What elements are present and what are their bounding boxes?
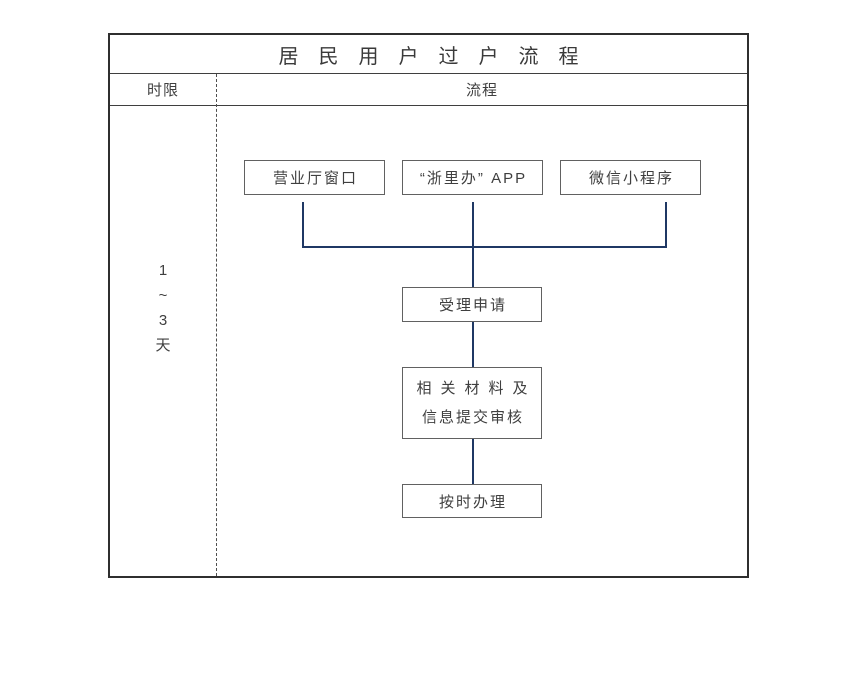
flow-node-process-on-time: 按时办理 <box>402 484 542 518</box>
flow-node-wechat-miniprogram: 微信小程序 <box>560 160 701 195</box>
flow-node-hall-window: 营业厅窗口 <box>244 160 385 195</box>
flowchart-area: 营业厅窗口 “浙里办” APP 微信小程序 受理申请 <box>217 106 747 576</box>
connector-drop-middle <box>472 202 474 287</box>
page-title: 居民用户过户流程 <box>278 45 599 68</box>
flow-node-materials-review: 相关材料及 信息提交审核 <box>402 367 542 439</box>
time-limit-line: ~ <box>158 287 168 304</box>
column-header-time-limit: 时限 <box>110 74 216 106</box>
flow-node-label: 受理申请 <box>438 297 507 314</box>
time-limit-line: 3 <box>158 312 168 329</box>
flow-node-label: 相关材料及 <box>416 380 537 397</box>
connector-drop-left <box>302 202 304 247</box>
flow-node-label: 信息提交审核 <box>421 409 524 426</box>
time-limit-value: 1 ~ 3 天 <box>110 106 216 576</box>
connector-step1-step2 <box>472 322 474 367</box>
time-limit-line: 天 <box>155 337 171 354</box>
flow-node-label: 微信小程序 <box>588 170 674 187</box>
connector-join-horizontal <box>302 246 667 248</box>
flow-node-accept-application: 受理申请 <box>402 287 542 322</box>
table-title-row: 居民用户过户流程 <box>110 35 747 74</box>
flow-node-zheliban-app: “浙里办” APP <box>402 160 543 195</box>
time-limit-column: 时限 1 ~ 3 天 <box>110 74 217 576</box>
process-column: 流程 营业厅窗口 “浙里办” APP 微信小程序 <box>217 74 747 576</box>
column-header-process: 流程 <box>217 74 747 106</box>
connector-drop-right <box>665 202 667 247</box>
flow-node-label: 营业厅窗口 <box>272 170 358 187</box>
time-limit-line: 1 <box>158 262 168 279</box>
table-body: 时限 1 ~ 3 天 流程 营业厅窗口 “浙里办” APP <box>110 74 747 576</box>
process-table: 居民用户过户流程 时限 1 ~ 3 天 流程 营业厅窗口 <box>108 33 749 578</box>
flow-node-label: 按时办理 <box>438 493 507 511</box>
flow-node-label: “浙里办” APP <box>419 170 528 187</box>
connector-step2-step3 <box>472 439 474 484</box>
